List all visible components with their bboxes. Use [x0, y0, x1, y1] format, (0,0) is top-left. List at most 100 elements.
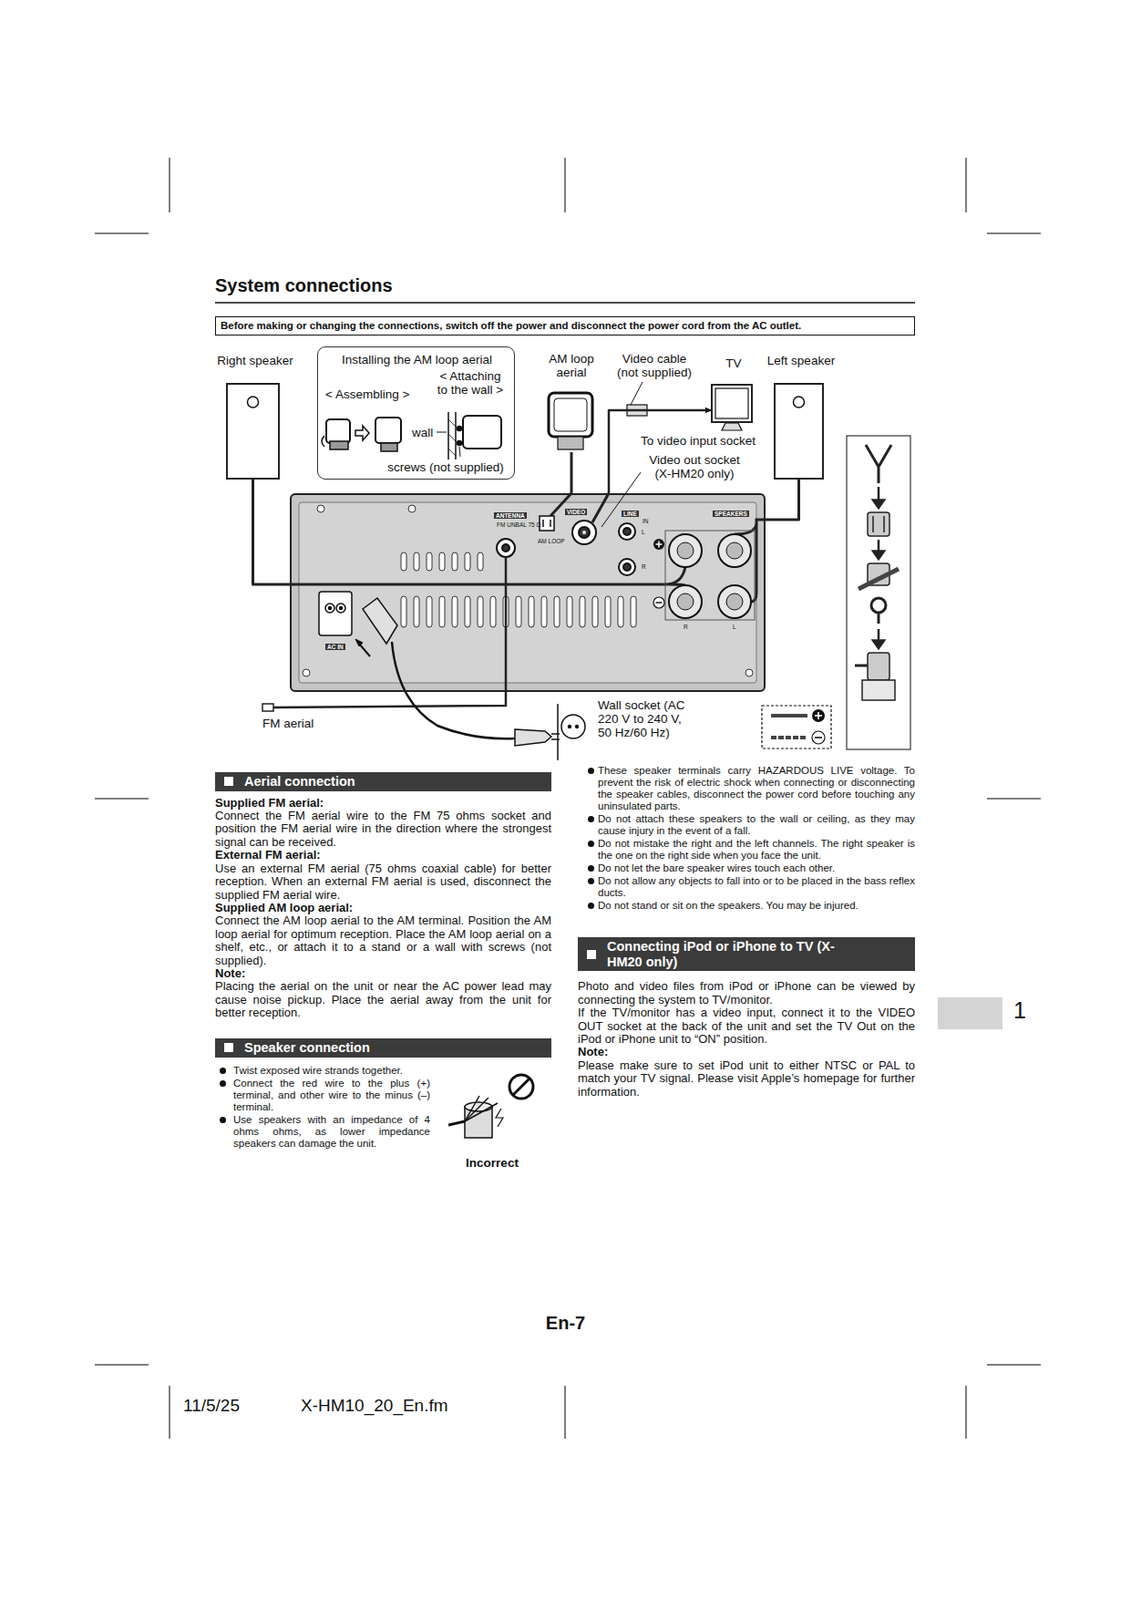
- crop-mark: [987, 1364, 1041, 1366]
- body-text: Connect the AM loop aerial to the AM ter…: [215, 914, 552, 967]
- crop-mark: [94, 157, 1041, 1439]
- rear-panel-figure: [477, 552, 484, 571]
- polarity-legend: [814, 736, 823, 739]
- figure-label: Left speaker: [755, 353, 847, 368]
- ac-inlet: [318, 591, 352, 636]
- crop-mark: [169, 1385, 171, 1439]
- bullet-text: Do not mistake the right and the left ch…: [597, 837, 916, 862]
- socket: [502, 544, 510, 552]
- subheading: Supplied AM loop aerial:: [215, 901, 552, 915]
- panel-marking: L: [641, 528, 646, 535]
- band-square: [586, 949, 597, 959]
- section-heading: Speaker connection: [244, 1039, 545, 1056]
- figure-label: < Attaching to the wall >: [433, 369, 507, 397]
- terminal-steps: [865, 444, 892, 484]
- assembly-figure: [448, 433, 456, 442]
- incorrect-figure: [448, 1120, 465, 1125]
- rear-panel-figure: [515, 596, 522, 628]
- socket: [623, 527, 631, 535]
- polarity-mark: [656, 601, 663, 604]
- band-square: [224, 1042, 234, 1052]
- section-heading: Aerial connection: [244, 773, 545, 790]
- incorrect-figure: [448, 1069, 540, 1154]
- tv-figure: [715, 388, 749, 431]
- chapter-tab: [937, 997, 1003, 1029]
- figure-label: AM loop aerial: [539, 351, 604, 380]
- crop-mark: [987, 798, 1041, 800]
- speaker-terminal: [726, 542, 743, 559]
- fm-aerial-wire: [262, 556, 506, 711]
- am-loop-figure: [548, 392, 593, 437]
- leader-line: [630, 381, 643, 405]
- socket: [578, 526, 590, 538]
- terminal-steps: [872, 499, 885, 509]
- rear-panel-figure: [452, 552, 458, 571]
- panel-marking: AM LOOP: [537, 537, 560, 545]
- rear-panel-figure: [592, 596, 598, 628]
- section-band: Aerial connection: [215, 771, 552, 792]
- incorrect-figure: [513, 1078, 530, 1095]
- assembly-figure: [462, 415, 502, 449]
- assembly-figure: [355, 425, 370, 441]
- terminal-steps: [883, 515, 885, 533]
- cable-wire: [253, 479, 291, 585]
- socket: [572, 520, 597, 545]
- speaker-terminal: [677, 542, 694, 559]
- socket: [582, 530, 587, 535]
- aerial-figure: AM loop aerial: [544, 390, 598, 453]
- panel-marking: VIDEO: [565, 508, 587, 515]
- power-cord: [575, 724, 579, 729]
- page-title: System connections: [215, 275, 393, 296]
- section-band: Connecting iPod or iPhone to TV (X-HM20 …: [577, 936, 916, 971]
- rear-panel-figure: [605, 596, 611, 628]
- panel-marking: FM UNBAL 75 Ω: [496, 521, 534, 528]
- panel-marking: L: [732, 623, 737, 630]
- body-text: Connect the FM aerial wire to the FM 75 …: [215, 809, 552, 849]
- panel-marking: AC IN: [325, 643, 346, 650]
- incorrect-figure: [448, 1074, 534, 1138]
- panel-marking: SPEAKERS: [712, 510, 750, 517]
- section-heading: Connecting iPod or iPhone to TV (X-HM20 …: [606, 938, 844, 969]
- inner-wire: [592, 493, 609, 523]
- cable-wire: [570, 452, 574, 494]
- panel-marking: IN: [642, 517, 649, 525]
- speaker-terminal: [668, 585, 702, 618]
- rear-panel-figure: [317, 504, 325, 513]
- rear-panel-figure: [413, 596, 420, 628]
- assembly-figure: [448, 419, 456, 427]
- body-text: Photo and video files from iPod or iPhon…: [577, 979, 916, 1007]
- callout-label: FM aerial: [262, 716, 314, 731]
- rear-panel-figure: [490, 596, 496, 628]
- terminal-steps: [858, 568, 899, 589]
- terminal-steps: [872, 639, 885, 649]
- speaker-terminal: [665, 530, 755, 620]
- crop-mark: [565, 1385, 566, 1439]
- rear-panel-figure: [528, 596, 535, 628]
- assembly-figure: [448, 448, 456, 456]
- figure-label: < Assembling >: [325, 387, 410, 401]
- polarity-legend: [771, 713, 808, 718]
- incorrect-figure: [509, 1074, 534, 1099]
- figure-label: wall: [411, 425, 433, 440]
- body-text: Please make sure to set iPod unit to eit…: [577, 1059, 916, 1099]
- bullet-text: Do not attach these speakers to the wall…: [597, 812, 916, 837]
- rear-panel-figure: [554, 596, 560, 628]
- bullet-text: Twist exposed wire strands together.: [233, 1064, 431, 1077]
- speaker-terminal: [718, 585, 751, 618]
- subheading: Supplied FM aerial:: [215, 796, 552, 810]
- assembly-figure: [436, 431, 447, 433]
- notice-box: Before making or changing the connection…: [215, 316, 916, 336]
- am-loop-figure: [554, 398, 587, 432]
- ac-inlet: [325, 603, 335, 613]
- speaker-box: Left speaker: [773, 382, 824, 480]
- rear-panel-figure: [579, 596, 586, 628]
- speaker-tweeter: [793, 396, 805, 408]
- assembly-figure: [321, 435, 325, 447]
- inner-wire: [734, 524, 757, 535]
- rear-panel-figure: [400, 596, 407, 628]
- ac-inlet: [318, 591, 352, 636]
- socket: [549, 519, 552, 527]
- rear-panel-figure: [289, 493, 766, 692]
- rear-panel-figure: [617, 596, 624, 628]
